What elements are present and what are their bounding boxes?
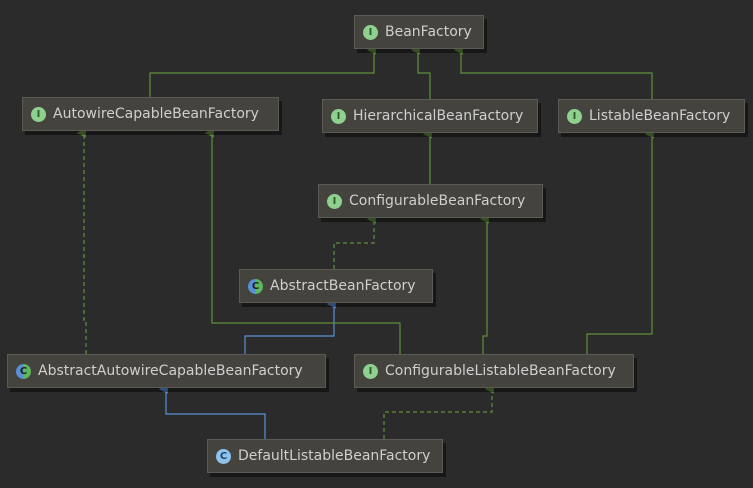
node-label: DefaultListableBeanFactory [238, 448, 431, 464]
edge-autowire-to-beanfactory [149, 45, 376, 97]
node-label: BeanFactory [385, 24, 472, 40]
interface-icon: I [31, 106, 46, 122]
node-autowire-capable-bean-factory[interactable]: I AutowireCapableBeanFactory [22, 97, 279, 131]
edge-abstractautowire-to-abstractbean [244, 299, 336, 354]
edge-hierarchical-to-beanfactory [410, 45, 431, 99]
node-abstract-bean-factory[interactable]: C AbstractBeanFactory [239, 269, 433, 303]
interface-icon: I [567, 108, 582, 124]
node-abstract-autowire-capable-bean-factory[interactable]: C AbstractAutowireCapableBeanFactory [7, 354, 326, 388]
edge-defaultlistable-to-abstractautowire [158, 384, 266, 439]
abstract-class-icon: C [248, 278, 263, 294]
node-label: ConfigurableListableBeanFactory [385, 363, 616, 379]
node-hierarchical-bean-factory[interactable]: I HierarchicalBeanFactory [322, 99, 538, 133]
interface-icon: I [327, 193, 342, 209]
node-label: AbstractAutowireCapableBeanFactory [38, 363, 303, 379]
interface-icon: I [363, 363, 378, 379]
node-listable-bean-factory[interactable]: I ListableBeanFactory [558, 99, 745, 133]
edge-abstractautowire-to-autowire [76, 128, 87, 354]
node-configurable-listable-bean-factory[interactable]: I ConfigurableListableBeanFactory [354, 354, 634, 388]
edge-defaultlistable-to-configurablelistable [383, 384, 494, 439]
node-label: HierarchicalBeanFactory [353, 108, 524, 124]
class-icon: C [216, 448, 231, 464]
node-label: AutowireCapableBeanFactory [53, 106, 259, 122]
node-default-listable-bean-factory[interactable]: C DefaultListableBeanFactory [207, 439, 443, 473]
node-label: ConfigurableBeanFactory [349, 193, 526, 209]
edge-configurablelistable-to-autowire [204, 128, 401, 354]
edge-listable-to-beanfactory [453, 45, 653, 99]
node-bean-factory[interactable]: I BeanFactory [354, 15, 484, 49]
node-configurable-bean-factory[interactable]: I ConfigurableBeanFactory [318, 184, 543, 218]
edge-configurablelistable-to-configurable [479, 214, 489, 354]
interface-icon: I [363, 24, 378, 40]
node-label: ListableBeanFactory [589, 108, 731, 124]
edge-abstractbean-to-configurable [333, 214, 376, 269]
edge-configurablelistable-to-listable [586, 129, 654, 354]
interface-icon: I [331, 108, 346, 124]
abstract-class-icon: C [16, 363, 31, 379]
node-label: AbstractBeanFactory [270, 278, 416, 294]
